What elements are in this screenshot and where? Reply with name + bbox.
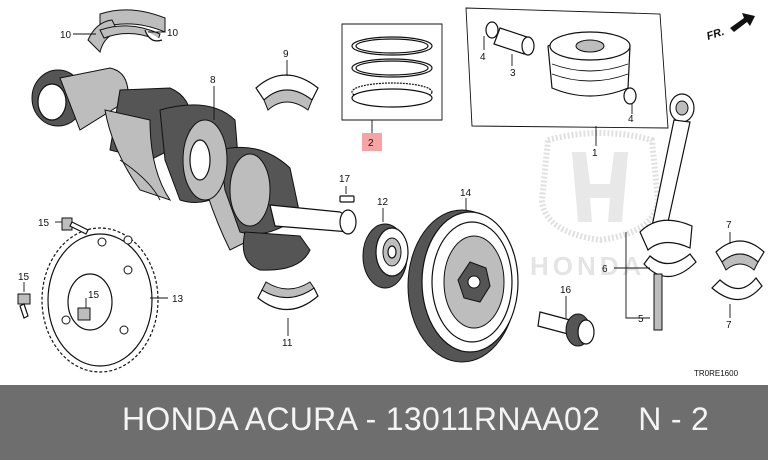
footer-caption: HONDA ACURA - 13011RNAA02 N - 2: [122, 401, 709, 438]
honda-watermark-logo: HONDA: [530, 130, 662, 281]
piston-ring-set: [341, 23, 443, 121]
callout-10a: 10: [60, 30, 72, 41]
callout-4a: 4: [480, 52, 486, 63]
callout-2: 2: [368, 138, 374, 149]
callout-17: 17: [339, 174, 351, 185]
callout-10b: 10: [167, 28, 179, 39]
rod-bearings: [711, 240, 765, 301]
callout-8: 8: [210, 75, 216, 86]
woodruff-key: [339, 195, 355, 203]
drive-plate: [41, 227, 159, 373]
callout-5: 5: [638, 314, 644, 325]
crankshaft-pulley: [407, 209, 519, 363]
parts-diagram: HONDA FR. 10 10 8 9: [17, 7, 765, 378]
callout-3: 3: [510, 68, 516, 79]
honda-watermark-text: HONDA: [530, 251, 645, 281]
main-bearing-lower: [257, 281, 319, 311]
callout-1: 1: [592, 148, 598, 159]
part-suffix: N - 2: [638, 401, 710, 437]
drawing-code: TR0RE1600: [694, 369, 739, 378]
piston-assembly: [465, 7, 669, 129]
callout-16: 16: [560, 285, 572, 296]
callout-9: 9: [283, 49, 289, 60]
callout-12: 12: [377, 197, 389, 208]
callout-13: 13: [172, 294, 184, 305]
timing-sprocket: [362, 223, 409, 289]
callout-7a: 7: [726, 220, 732, 231]
connecting-rod: [639, 93, 697, 331]
callout-15a: 15: [38, 218, 50, 229]
callout-4b: 4: [628, 114, 634, 125]
crankshaft: [31, 67, 357, 271]
callout-14: 14: [460, 188, 472, 199]
callout-7b: 7: [726, 320, 732, 331]
main-bearing-upper: [255, 74, 319, 111]
callout-15c: 15: [88, 290, 100, 301]
pulley-bolt: [537, 311, 595, 347]
thrust-washer-upper: [87, 9, 166, 53]
callout-2-highlight: [362, 133, 382, 151]
direction-label: FR.: [705, 26, 726, 43]
front-direction-arrow: FR.: [705, 13, 755, 43]
footer-bar: HONDA ACURA - 13011RNAA02 N - 2: [0, 385, 768, 460]
drive-plate-bolts: [17, 217, 91, 321]
callout-15b: 15: [18, 272, 30, 283]
part-title: HONDA ACURA - 13011RNAA02: [122, 401, 601, 437]
callout-11: 11: [282, 338, 293, 349]
callout-6: 6: [602, 264, 608, 275]
